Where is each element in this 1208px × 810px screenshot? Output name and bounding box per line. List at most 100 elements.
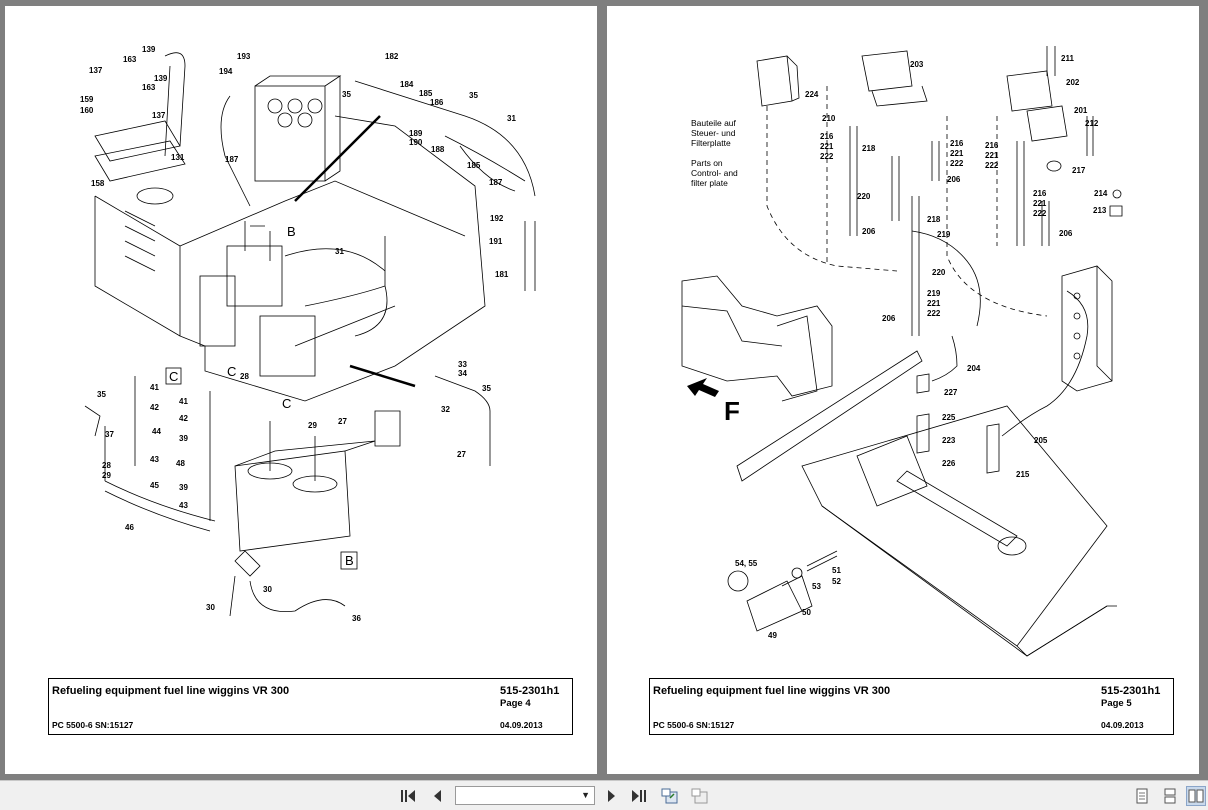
section-label-c: C xyxy=(169,369,178,384)
part-callout: 45 xyxy=(150,481,159,490)
first-page-button[interactable] xyxy=(398,786,418,806)
part-callout: 41 xyxy=(179,397,188,406)
part-callout: 37 xyxy=(105,430,114,439)
part-callout: 163 xyxy=(123,55,137,64)
machine-model: PC 5500-6 SN:15127 xyxy=(653,720,735,730)
part-callout: 43 xyxy=(150,455,159,464)
part-callout: 35 xyxy=(97,390,106,399)
next-page-button[interactable] xyxy=(602,786,622,806)
part-callout: 187 xyxy=(225,155,239,164)
part-callout: 163 xyxy=(142,83,156,92)
part-callout: 31 xyxy=(507,114,516,123)
part-callout: 42 xyxy=(179,414,188,423)
note-en-line-1: Parts on xyxy=(691,158,723,168)
part-callout: 187 xyxy=(489,178,503,187)
part-callout: 46 xyxy=(125,523,134,532)
next-page-icon xyxy=(608,790,615,802)
part-callout: 220 xyxy=(857,192,871,201)
part-callout: 137 xyxy=(152,111,166,120)
part-callout: 35 xyxy=(469,91,478,100)
part-callout: 27 xyxy=(338,417,347,426)
part-callout: 52 xyxy=(832,577,841,586)
part-callout: 131 xyxy=(171,153,185,162)
part-callout: 216 xyxy=(820,132,834,141)
part-callout: 221 xyxy=(985,151,999,160)
part-callout: 36 xyxy=(352,614,361,623)
page-4: 139 163 137 139 163 159 160 137 131 158 … xyxy=(5,6,597,774)
part-callout: 193 xyxy=(237,52,251,61)
view-reference-label: B xyxy=(287,224,296,239)
part-callout: 185 xyxy=(419,89,433,98)
part-callout: 221 xyxy=(1033,199,1047,208)
fit-page-button[interactable] xyxy=(660,786,680,806)
drawing-date: 04.09.2013 xyxy=(1101,720,1144,730)
document-number: 515-2301h1 xyxy=(1101,685,1161,697)
direction-arrow: F xyxy=(687,378,740,426)
part-callout: 190 xyxy=(409,138,423,147)
part-callout: 181 xyxy=(495,270,509,279)
part-callout: 31 xyxy=(335,247,344,256)
note-de-line-2: Steuer- und xyxy=(691,128,736,138)
exploded-parts-drawing-page-5: F 203 224 210 216 221 222 218 220 206 21… xyxy=(681,46,1123,657)
part-callout: 139 xyxy=(154,74,168,83)
last-page-button[interactable] xyxy=(629,786,649,806)
part-callout: 42 xyxy=(150,403,159,412)
part-callout: 203 xyxy=(910,60,924,69)
part-callout: 222 xyxy=(1033,209,1047,218)
drawing-date: 04.09.2013 xyxy=(500,720,543,730)
part-callout: 189 xyxy=(409,129,423,138)
part-callout: 54, 55 xyxy=(735,559,758,568)
document-viewport[interactable]: 139 163 137 139 163 159 160 137 131 158 … xyxy=(0,0,1208,780)
part-callout: 28 xyxy=(102,461,111,470)
fit-page-icon xyxy=(661,788,678,804)
part-callout: 224 xyxy=(805,90,819,99)
part-callout: 217 xyxy=(1072,166,1086,175)
view-reference-label: C xyxy=(227,364,236,379)
single-page-view-button[interactable] xyxy=(1132,786,1152,806)
part-callout: 222 xyxy=(820,152,834,161)
title-block-page-5: Refueling equipment fuel line wiggins VR… xyxy=(649,678,1174,735)
part-callout: 210 xyxy=(822,114,836,123)
title-block-page-4: Refueling equipment fuel line wiggins VR… xyxy=(48,678,573,735)
fit-width-icon xyxy=(691,788,708,804)
part-callout: 39 xyxy=(179,434,188,443)
part-callout: 182 xyxy=(385,52,399,61)
part-callout: 221 xyxy=(950,149,964,158)
part-callout: 33 xyxy=(458,360,467,369)
part-callout: 220 xyxy=(932,268,946,277)
note-en-line-3: filter plate xyxy=(691,178,728,188)
last-page-icon xyxy=(632,790,646,802)
first-page-icon xyxy=(401,790,415,802)
fit-width-button[interactable] xyxy=(690,786,710,806)
part-callout: 218 xyxy=(862,144,876,153)
part-callout: 30 xyxy=(206,603,215,612)
part-callout: 137 xyxy=(89,66,103,75)
continuous-view-button[interactable] xyxy=(1160,786,1180,806)
note-de-line-1: Bauteile auf xyxy=(691,118,736,128)
part-callout: 53 xyxy=(812,582,821,591)
part-callout: 30 xyxy=(263,585,272,594)
part-callout: 226 xyxy=(942,459,956,468)
part-callout: 227 xyxy=(944,388,958,397)
part-callout: 184 xyxy=(400,80,414,89)
part-callout: 211 xyxy=(1061,54,1074,63)
page-number-select[interactable]: ▼ xyxy=(455,786,595,805)
two-page-view-button[interactable] xyxy=(1186,786,1206,806)
previous-page-icon xyxy=(434,790,441,802)
part-callout: 186 xyxy=(430,98,444,107)
part-callout: 221 xyxy=(927,299,941,308)
part-callout: 35 xyxy=(482,384,491,393)
part-callout: 202 xyxy=(1066,78,1080,87)
direction-label-f: F xyxy=(724,396,740,426)
part-callout: 206 xyxy=(947,175,961,184)
part-callout: 139 xyxy=(142,45,156,54)
part-callout: 191 xyxy=(489,237,503,246)
view-reference-label: C xyxy=(282,396,291,411)
part-callout: 206 xyxy=(882,314,896,323)
part-callout: 204 xyxy=(967,364,981,373)
part-callout: 192 xyxy=(490,214,504,223)
page-label: Page 4 xyxy=(500,698,531,709)
previous-page-button[interactable] xyxy=(427,786,447,806)
page-5: F 203 224 210 216 221 222 218 220 206 21… xyxy=(607,6,1199,774)
part-callout: 212 xyxy=(1085,119,1099,128)
